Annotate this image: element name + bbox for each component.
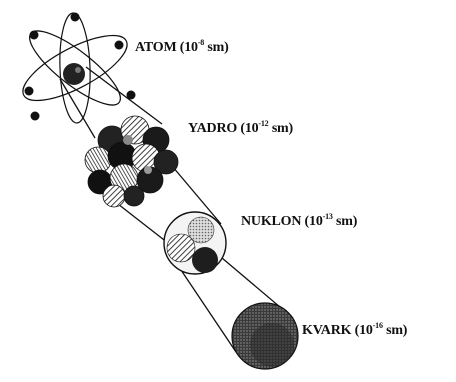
- nucleon: [103, 185, 125, 207]
- atom-nucleus-highlight: [75, 67, 81, 73]
- cone-atom-yadro-right: [86, 67, 162, 124]
- label-kvark-base: 10: [359, 323, 373, 338]
- electron: [30, 31, 39, 40]
- quark-shadow: [250, 323, 294, 367]
- cone-yadro-nuklon-left: [118, 204, 168, 243]
- nucleus-model: [85, 116, 178, 207]
- nucleon: [124, 186, 144, 206]
- electron: [71, 13, 80, 22]
- quark: [167, 234, 195, 262]
- label-yadro-exponent: -12: [258, 119, 268, 128]
- label-kvark-exponent: -16: [373, 321, 383, 330]
- label-yadro-name: YADRO: [188, 121, 237, 136]
- label-yadro-unit: sm: [272, 121, 289, 136]
- quark: [192, 247, 218, 273]
- label-atom-exponent: -8: [198, 38, 204, 47]
- label-yadro-base: 10: [245, 121, 259, 136]
- label-kvark-unit: sm: [386, 323, 403, 338]
- label-atom-name: ATOM: [135, 40, 176, 55]
- label-nuklon-exponent: -13: [323, 212, 333, 221]
- nucleon: [123, 135, 133, 145]
- label-nuklon: NUKLON (10-13 sm): [241, 212, 357, 230]
- electron: [127, 91, 136, 100]
- label-atom-base: 10: [184, 40, 198, 55]
- label-nuklon-name: NUKLON: [241, 214, 301, 229]
- electron: [115, 41, 124, 50]
- label-kvark-name: KVARK: [302, 323, 351, 338]
- label-nuklon-base: 10: [309, 214, 323, 229]
- nucleon: [144, 166, 152, 174]
- nucleon-model: [164, 212, 226, 274]
- atom-model: [14, 13, 135, 124]
- label-atom: ATOM (10-8 sm): [135, 38, 229, 56]
- atom-nucleus: [63, 63, 85, 85]
- label-yadro: YADRO (10-12 sm): [188, 119, 293, 137]
- cone-nuklon-kvark-left: [181, 270, 236, 352]
- electron: [25, 87, 34, 96]
- electron: [31, 112, 40, 121]
- label-kvark: KVARK (10-16 sm): [302, 321, 407, 339]
- label-nuklon-unit: sm: [336, 214, 353, 229]
- label-atom-unit: sm: [207, 40, 224, 55]
- quark-model: [232, 303, 298, 369]
- nucleon: [85, 147, 111, 173]
